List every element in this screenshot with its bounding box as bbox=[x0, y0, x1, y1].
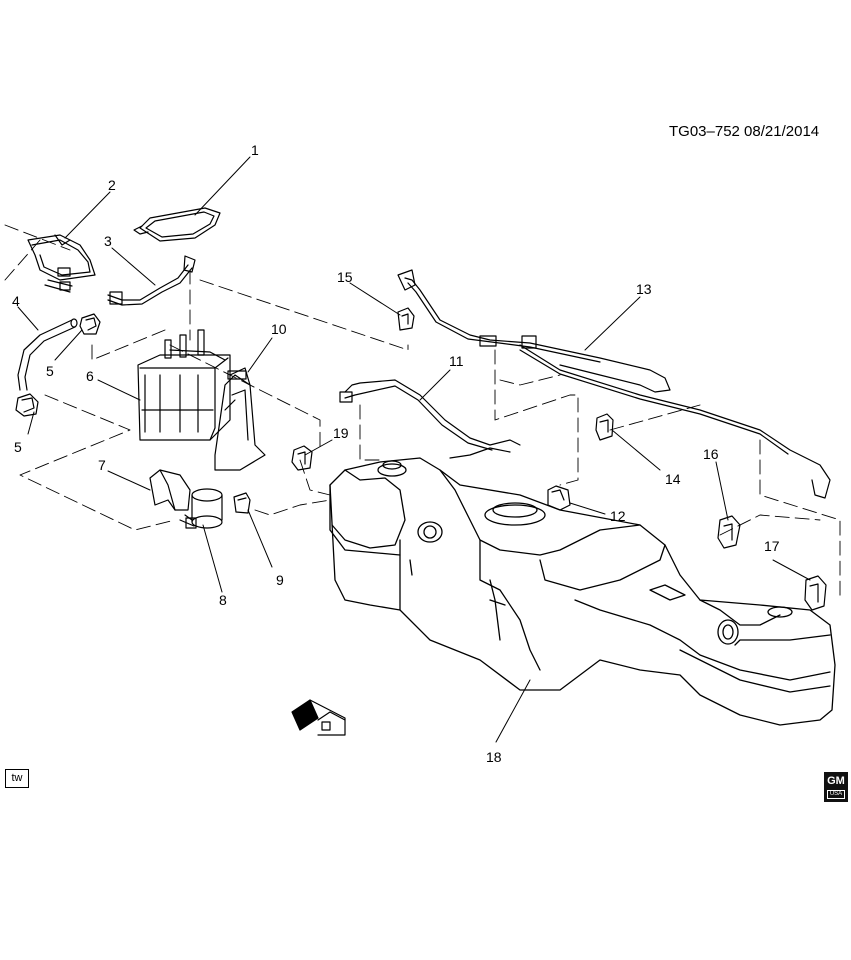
part-16-clip bbox=[717, 515, 741, 549]
callout-4: 4 bbox=[12, 293, 20, 309]
callout-11: 11 bbox=[449, 353, 464, 369]
front-direction-arrow-icon bbox=[291, 699, 346, 736]
callout-leaders bbox=[17, 156, 811, 743]
callout-5-lower: 5 bbox=[14, 439, 22, 455]
tw-badge: tw bbox=[5, 769, 29, 788]
callout-19: 19 bbox=[333, 425, 349, 441]
part-11-harness bbox=[339, 379, 521, 459]
part-7-bracket bbox=[149, 469, 191, 511]
callout-9: 9 bbox=[276, 572, 284, 588]
part-2-tube-bundle bbox=[27, 234, 96, 293]
callout-18: 18 bbox=[486, 749, 502, 765]
part-18-fuel-tank bbox=[329, 457, 836, 726]
diagram-reference: TG03–752 08/21/2014 bbox=[669, 123, 820, 140]
callout-14: 14 bbox=[665, 471, 681, 487]
part-1-gasket bbox=[133, 207, 221, 242]
part-5-clamp-upper bbox=[79, 313, 101, 335]
part-10-mounting-bracket bbox=[214, 367, 266, 471]
callout-16: 16 bbox=[703, 446, 719, 462]
part-6-evap-canister bbox=[137, 329, 231, 441]
part-17-clip bbox=[804, 575, 827, 611]
callout-8: 8 bbox=[219, 592, 227, 608]
gm-logo-text: GM bbox=[827, 775, 845, 787]
part-8-filter bbox=[179, 488, 223, 529]
callout-13: 13 bbox=[636, 281, 652, 297]
callout-7: 7 bbox=[98, 457, 106, 473]
part-9-clip bbox=[233, 492, 251, 514]
part-13-fuel-line bbox=[397, 269, 831, 499]
callout-6: 6 bbox=[86, 368, 94, 384]
callout-10: 10 bbox=[271, 321, 287, 337]
gm-logo-sub: USA bbox=[827, 790, 845, 799]
part-19-clip bbox=[291, 445, 313, 471]
part-15-clip bbox=[397, 307, 415, 331]
assembly-dash-lines bbox=[4, 224, 841, 601]
callout-2: 2 bbox=[108, 177, 116, 193]
part-4-hose bbox=[17, 318, 78, 391]
gm-logo: GM USA bbox=[824, 772, 848, 802]
callout-1: 1 bbox=[251, 142, 259, 158]
callout-15: 15 bbox=[337, 269, 353, 285]
callout-3: 3 bbox=[104, 233, 112, 249]
callout-12: 12 bbox=[610, 508, 626, 524]
part-5-clamp-lower bbox=[15, 393, 39, 417]
part-14-clip bbox=[595, 413, 614, 441]
callout-5-upper: 5 bbox=[46, 363, 54, 379]
part-3-vapor-line bbox=[107, 255, 196, 306]
callout-17: 17 bbox=[764, 538, 780, 554]
